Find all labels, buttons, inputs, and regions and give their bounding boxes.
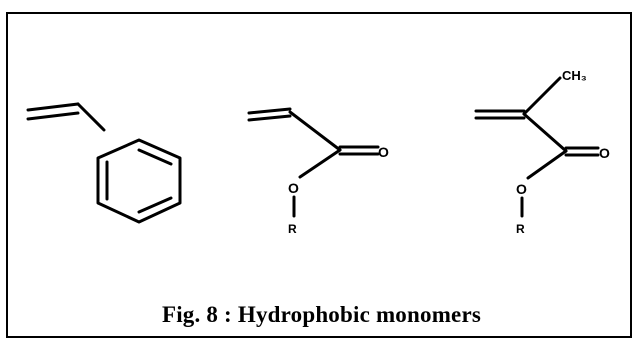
methacrylate-methyl-label: CH₃ — [562, 68, 587, 83]
acrylate-chain-bond — [288, 110, 342, 152]
styrene-structure — [26, 102, 182, 224]
benzene-ring — [96, 138, 182, 224]
methacrylate-r-group-label: R — [516, 222, 525, 236]
acrylate-double-bond-inner — [247, 114, 292, 122]
acrylate-ester-bond — [298, 148, 342, 179]
vinyl-ring-bond — [76, 102, 106, 132]
methacrylate-ester-oxygen-label: O — [516, 181, 527, 197]
acrylate-ester-oxygen-label: O — [288, 180, 299, 196]
methacrylate-methyl-bond — [522, 76, 562, 116]
figure-caption: Fig. 8 : Hydrophobic monomers — [161, 302, 482, 327]
acrylate-double-bond-outer — [247, 107, 292, 115]
acrylate-structure — [247, 107, 380, 218]
methacrylate-chain-bond — [522, 112, 568, 153]
ring-double-bond-3 — [137, 196, 173, 214]
acrylate-r-group-label: R — [288, 222, 297, 236]
methacrylate-carbonyl-oxygen-label: O — [599, 145, 610, 161]
vinyl-double-bond-inner — [26, 111, 80, 121]
acrylate-carbonyl-oxygen-label: O — [378, 144, 389, 160]
figure-frame — [6, 12, 632, 338]
vinyl-double-bond-outer — [26, 102, 80, 112]
ring-double-bond-1 — [137, 148, 173, 166]
methacrylate-ester-bond — [526, 149, 568, 180]
methacrylate-structure — [474, 76, 600, 218]
